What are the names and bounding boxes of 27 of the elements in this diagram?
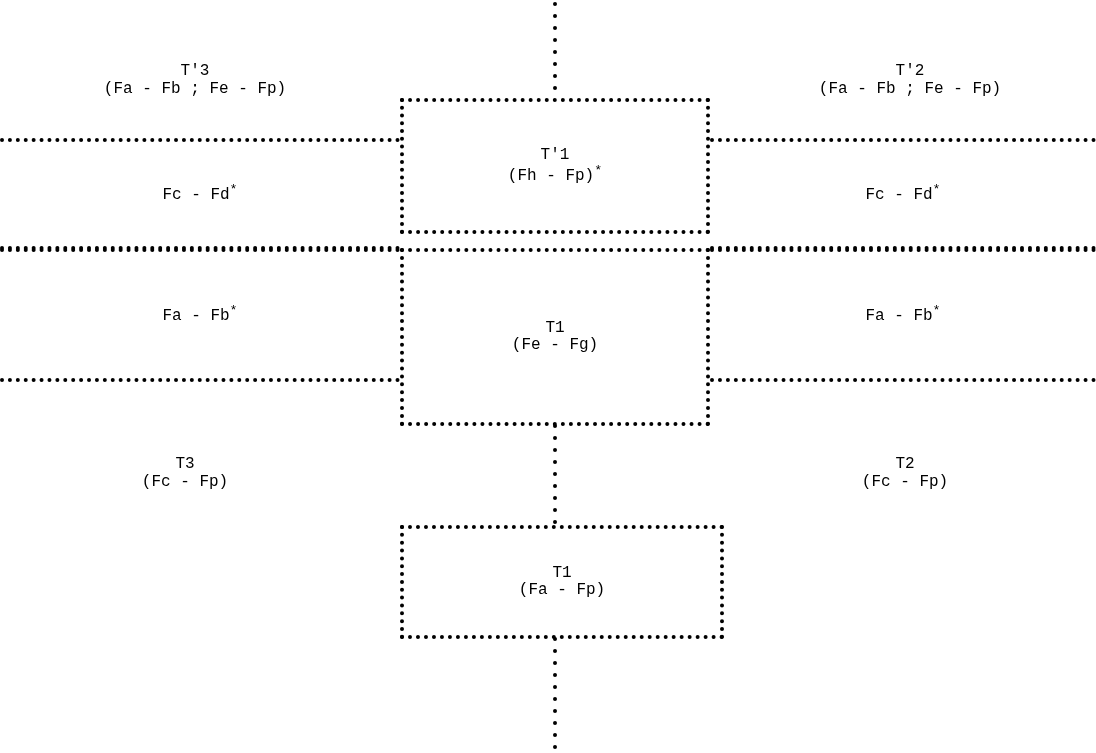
node-text: Fc - Fd$^{*}$: [162, 183, 238, 205]
dotted-band: [0, 138, 400, 250]
node-text: (Fe - Fg): [511, 337, 599, 354]
node-text: (Fa - Fp): [518, 582, 606, 599]
dotted-band: [710, 138, 1096, 250]
dotted-box: [400, 98, 710, 234]
dotted-box: [400, 248, 710, 426]
region-label: T'3: [180, 62, 210, 80]
region-label: T'2: [895, 62, 925, 80]
dotted-band: [710, 248, 1096, 382]
dotted-band: [0, 248, 400, 382]
node-text: (Fh - Fp)$^{*}$: [507, 163, 603, 185]
node-text: T'1: [540, 147, 570, 164]
node-text: Fc - Fd$^{*}$: [865, 183, 941, 205]
dotted-box: [400, 525, 724, 639]
node-text: Fa - Fb$^{*}$: [865, 304, 941, 326]
region-label: T2: [895, 455, 915, 473]
node-text: T1: [552, 565, 572, 582]
node-text: T1: [545, 320, 565, 337]
region-label: T3: [175, 455, 195, 473]
node-text: Fa - Fb$^{*}$: [162, 304, 238, 326]
dotted-line: [553, 424, 557, 527]
region-label: (Fc - Fp): [141, 473, 229, 491]
dotted-line: [553, 637, 557, 752]
region-label: (Fa - Fb ; Fe - Fp): [103, 80, 287, 98]
region-label: (Fa - Fb ; Fe - Fp): [818, 80, 1002, 98]
region-label: (Fc - Fp): [861, 473, 949, 491]
